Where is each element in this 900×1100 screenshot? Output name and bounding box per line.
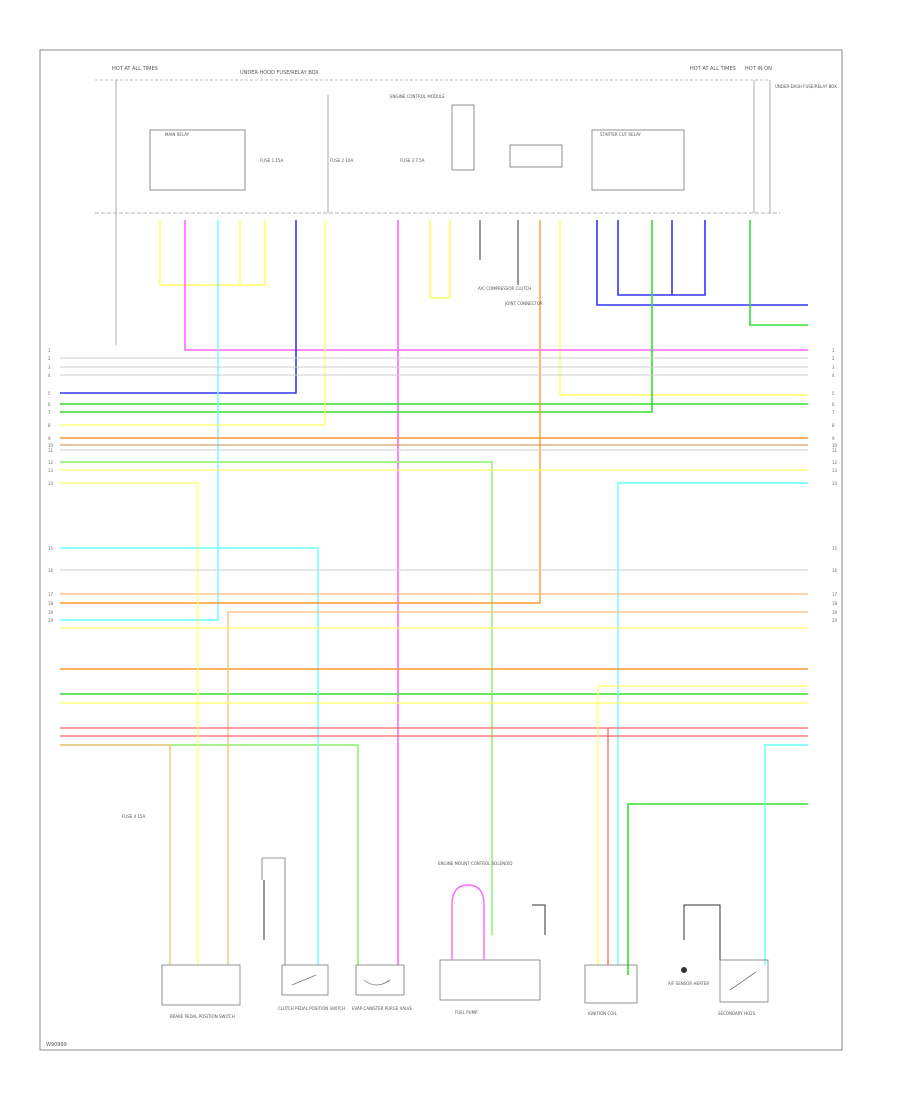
footer-code: W90999 xyxy=(46,1042,67,1048)
wire-light-orange xyxy=(60,593,808,965)
right-pin-number: 20 xyxy=(832,618,838,623)
component-secondary-ho2s: SECONDARY HO2S xyxy=(718,959,769,1016)
left-pin-number: 1 xyxy=(48,348,51,353)
component-ignition-coil: IGNITION COIL xyxy=(584,964,638,1016)
label-hot-at-all-times-left: HOT AT ALL TIMES xyxy=(112,66,158,72)
component-clutch-switch: CLUTCH PEDAL POSITION SWITCH xyxy=(261,857,345,1011)
main-relay-label: MAIN RELAY xyxy=(165,132,190,137)
left-pin-number: 7 xyxy=(48,410,51,415)
fuse-label-a: FUSE 1 15A xyxy=(260,158,283,163)
right-pin-number: 19 xyxy=(832,610,838,615)
right-pin-number: 12 xyxy=(832,460,838,465)
wire-magenta xyxy=(184,220,808,965)
wire-yellow-top xyxy=(159,220,808,396)
ac-compressor-label: A/C COMPRESSOR CLUTCH xyxy=(478,286,531,291)
left-pin-number: 14 xyxy=(48,481,54,486)
component-fuel-pump: FUEL PUMP xyxy=(439,884,541,1015)
right-pin-number: 14 xyxy=(832,481,838,486)
left-pin-number: 5 xyxy=(48,391,51,396)
left-pin-number: 16 xyxy=(48,568,54,573)
ignition-coil-label: IGNITION COIL xyxy=(588,1011,618,1016)
fuse-label-c: FUSE 3 7.5A xyxy=(400,158,425,163)
engine-control-box xyxy=(509,144,563,168)
left-pin-number: 9 xyxy=(48,436,51,441)
left-pin-number: 10 xyxy=(48,443,54,448)
engine-mount-label: ENGINE MOUNT CONTROL SOLENOID xyxy=(438,861,512,866)
wire-yellow-long xyxy=(60,220,808,965)
left-pin-number: 19 xyxy=(48,610,54,615)
wire-grey xyxy=(60,357,808,571)
af-sensor-heater-label: A/F SENSOR HEATER xyxy=(668,981,709,986)
feed-lines xyxy=(115,80,771,345)
brake-switch-label: BRAKE PEDAL POSITION SWITCH xyxy=(170,1014,235,1019)
component-af-sensor-heater: A/F SENSOR HEATER xyxy=(668,967,709,986)
secondary-ho2s-label: SECONDARY HO2S xyxy=(718,1011,756,1016)
right-pin-number: 13 xyxy=(832,468,838,473)
right-pin-number: 1 xyxy=(832,348,835,353)
fuel-pump-label: FUEL PUMP xyxy=(455,1010,478,1015)
left-pin-number: 17 xyxy=(48,592,54,597)
right-pin-number: 3 xyxy=(832,365,835,370)
component-evap-valve: EVAP CANISTER PURGE VALVE xyxy=(352,964,412,1011)
joint-connector-label: JOINT CONNECTOR xyxy=(504,301,543,306)
wire-light-green xyxy=(60,461,493,965)
left-pin-number: 15 xyxy=(48,546,54,551)
left-pin-number: 13 xyxy=(48,468,54,473)
wire-green xyxy=(60,220,808,975)
evap-valve-label: EVAP CANISTER PURGE VALVE xyxy=(352,1006,412,1011)
label-hot-at-all-times-right: HOT AT ALL TIMES xyxy=(690,66,736,72)
wire-orange xyxy=(60,220,808,670)
left-pin-number: 2 xyxy=(48,356,51,361)
left-pin-number: 3 xyxy=(48,365,51,370)
right-pin-number: 8 xyxy=(832,423,835,428)
starter-cut-relay-label: STARTER CUT RELAY xyxy=(600,132,641,137)
left-pin-number: 11 xyxy=(48,448,54,453)
center-fuse-block xyxy=(451,104,475,171)
wire-blue xyxy=(60,220,808,394)
label-underhood-fuse-box: UNDER-HOOD FUSE/RELAY BOX xyxy=(240,70,319,76)
wire-black xyxy=(263,220,721,960)
right-pin-number: 5 xyxy=(832,391,835,396)
right-pin-number: 15 xyxy=(832,546,838,551)
right-pin-number: 2 xyxy=(832,356,835,361)
right-pin-number: 17 xyxy=(832,592,838,597)
bottom-left-fuse-label: FUSE 4 15A xyxy=(122,814,145,819)
label-hot-in-on: HOT IN ON xyxy=(745,66,772,72)
right-pin-number: 6 xyxy=(832,402,835,407)
right-pin-number: 18 xyxy=(832,601,838,606)
clutch-switch-label: CLUTCH PEDAL POSITION SWITCH xyxy=(278,1006,345,1011)
left-pin-number: 4 xyxy=(48,373,51,378)
left-pin-number: 18 xyxy=(48,601,54,606)
label-underdash-box: UNDER-DASH FUSE/RELAY BOX xyxy=(775,84,837,89)
right-pin-number: 7 xyxy=(832,410,835,415)
right-pin-number: 11 xyxy=(832,448,838,453)
left-pin-number: 8 xyxy=(48,423,51,428)
left-pin-number: 12 xyxy=(48,460,54,465)
right-pin-number: 10 xyxy=(832,443,838,448)
right-pin-number: 9 xyxy=(832,436,835,441)
starter-cut-relay-box xyxy=(591,129,685,191)
right-pin-number: 4 xyxy=(832,373,835,378)
left-pin-number: 6 xyxy=(48,402,51,407)
fuse-label-b: FUSE 2 10A xyxy=(330,158,353,163)
label-engine-control: ENGINE CONTROL MODULE xyxy=(390,94,445,99)
component-brake-switch: BRAKE PEDAL POSITION SWITCH xyxy=(161,964,241,1019)
main-relay-box xyxy=(149,129,246,191)
wire-red xyxy=(60,727,808,965)
diagram-frame xyxy=(39,49,843,1051)
wire-cyan xyxy=(60,220,808,965)
right-pin-number: 16 xyxy=(832,568,838,573)
left-pin-number: 20 xyxy=(48,618,54,623)
